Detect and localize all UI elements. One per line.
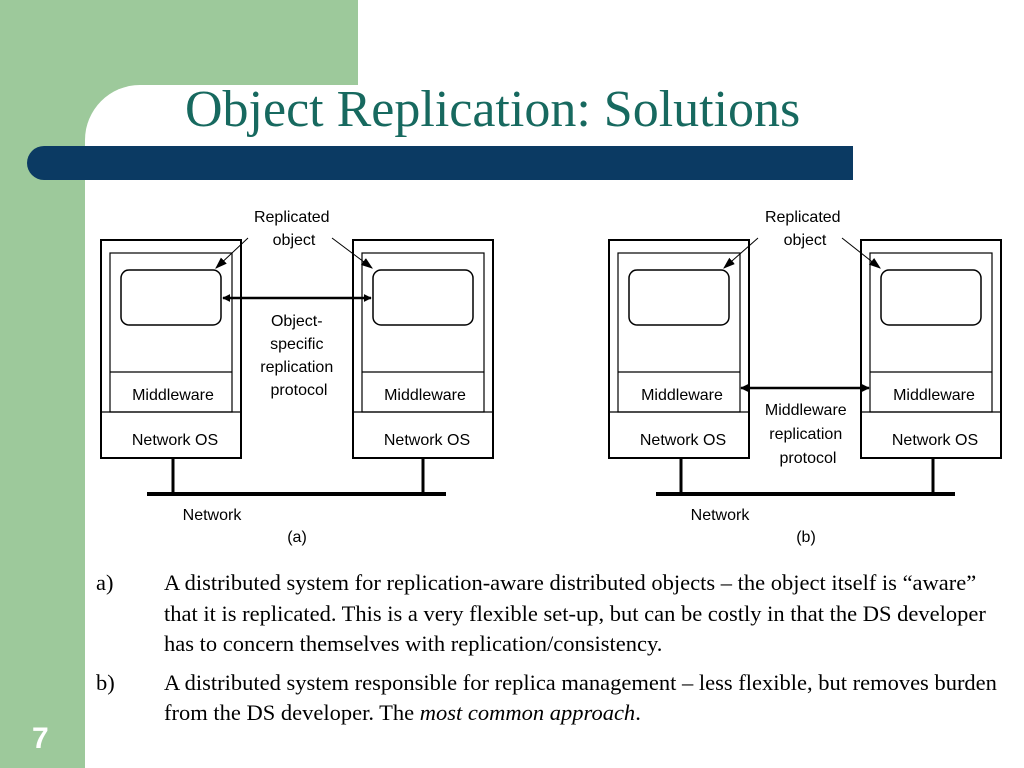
machine-a-right	[352, 239, 494, 494]
network-os-label-b-right: Network OS	[892, 432, 978, 449]
protocol-label-b: Middleware replication protocol	[765, 402, 851, 467]
network-label-a: Network	[183, 507, 243, 524]
diagram-b: Replicated object Middleware replication…	[608, 209, 1002, 546]
protocol-label-a: Object- specific replication protocol	[260, 313, 337, 399]
pointer-arrow-a-right	[331, 237, 373, 269]
caption-a: (a)	[287, 529, 307, 546]
list-item-text: A distributed system responsible for rep…	[164, 669, 997, 726]
caption-b: (b)	[796, 529, 816, 546]
emphasis-text: most common approach	[419, 700, 636, 725]
machine-b-right	[860, 239, 1002, 494]
machine-a-left	[100, 239, 242, 494]
replicated-object-label-b: Replicated object	[765, 209, 845, 249]
machine-b-left	[608, 239, 750, 494]
list-item: a) A distributed system for replication-…	[96, 568, 1011, 660]
replicated-object-label-a: Replicated object	[254, 209, 334, 249]
network-os-label-a-left: Network OS	[132, 432, 218, 449]
middleware-label-a-left: Middleware	[132, 387, 214, 404]
network-os-label-b-left: Network OS	[640, 432, 726, 449]
diagram-a: Replicated object Object- specific repli…	[100, 209, 494, 546]
pointer-arrow-b-right	[841, 237, 881, 269]
middleware-label-b-right: Middleware	[893, 387, 975, 404]
pointer-arrow-b-left	[723, 237, 759, 269]
network-label-b: Network	[691, 507, 751, 524]
explanation-list: a) A distributed system for replication-…	[96, 568, 1011, 729]
slide-title: Object Replication: Solutions	[185, 81, 801, 138]
slide-number: 7	[32, 722, 49, 755]
list-item-tail: .	[635, 700, 641, 725]
list-marker: a)	[96, 570, 114, 595]
list-marker: b)	[96, 669, 115, 695]
pointer-arrow-a-left	[215, 237, 249, 269]
list-item: b) A distributed system responsible for …	[96, 668, 1011, 729]
network-os-label-a-right: Network OS	[384, 432, 470, 449]
list-item-text: A distributed system for replication-awa…	[164, 570, 986, 656]
middleware-label-a-right: Middleware	[384, 387, 466, 404]
middleware-label-b-left: Middleware	[641, 387, 723, 404]
title-bar	[27, 146, 853, 180]
